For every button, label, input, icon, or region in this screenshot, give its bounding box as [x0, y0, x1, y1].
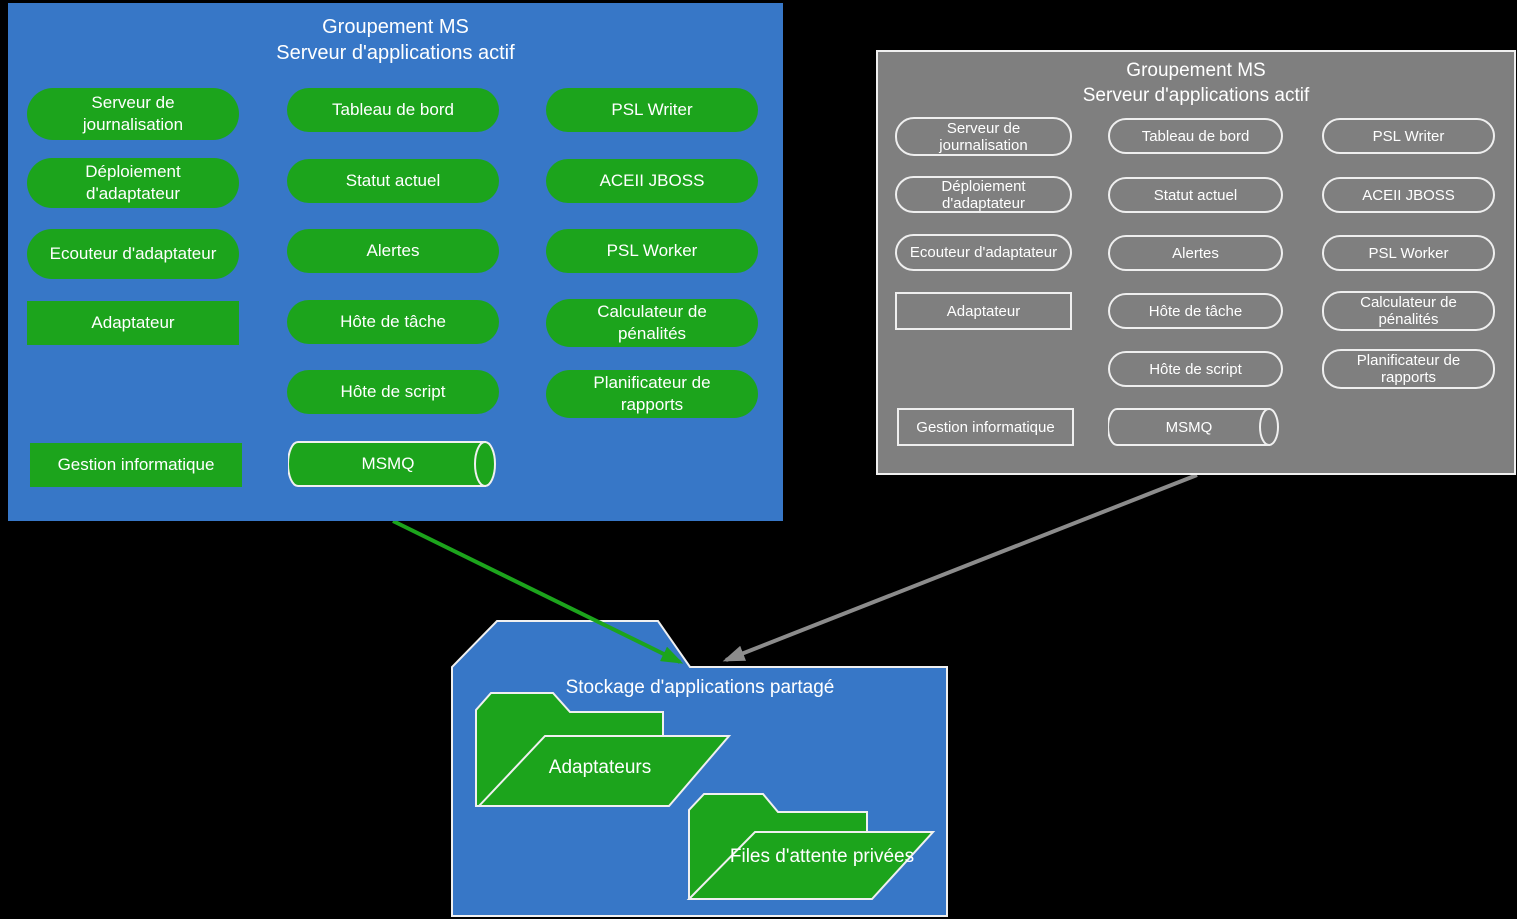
- node-logging-server-active: Serveur de journalisation: [27, 88, 239, 140]
- node-adapter-listener-active: Ecouteur d'adaptateur: [27, 229, 239, 279]
- shared-storage-title: Stockage d'applications partagé: [565, 677, 835, 698]
- private-queues-folder-icon: [686, 793, 936, 900]
- active-cluster-title-line2: Serveur d'applications actif: [276, 42, 515, 64]
- node-adapter-deployment-active: Déploiement d'adaptateur: [27, 158, 239, 208]
- msmq-cylinder-passive: MSMQ: [1108, 408, 1280, 446]
- passive-cluster-box: Groupement MS Serveur d'applications act…: [876, 50, 1516, 475]
- node-adapter-active: Adaptateur: [27, 301, 239, 345]
- node-it-management-active: Gestion informatique: [30, 443, 242, 487]
- active-cluster-title: Groupement MS Serveur d'applications act…: [8, 14, 783, 66]
- passive-cluster-title-line1: Groupement MS: [1126, 60, 1266, 81]
- cylinder-icon: [288, 441, 496, 487]
- node-adapter-listener-passive: Ecouteur d'adaptateur: [895, 234, 1072, 271]
- node-penalty-calculator-passive: Calculateur de pénalités: [1322, 291, 1495, 331]
- adapters-folder-icon: [475, 692, 732, 807]
- msmq-cylinder-active: MSMQ: [288, 441, 498, 487]
- node-adapter-deployment-passive: Déploiement d'adaptateur: [895, 176, 1072, 213]
- active-cluster-box: Groupement MS Serveur d'applications act…: [8, 3, 783, 521]
- private-queues-folder-label: Files d'attente privées: [729, 846, 915, 867]
- node-aceii-jboss-passive: ACEII JBOSS: [1322, 177, 1495, 213]
- node-psl-writer-passive: PSL Writer: [1322, 118, 1495, 154]
- node-adapter-passive: Adaptateur: [895, 292, 1072, 330]
- msmq-label-active: MSMQ: [361, 454, 415, 473]
- node-alerts-passive: Alertes: [1108, 235, 1283, 271]
- passive-cluster-title: Groupement MS Serveur d'applications act…: [878, 58, 1514, 108]
- node-current-status-passive: Statut actuel: [1108, 177, 1283, 213]
- node-report-scheduler-passive: Planificateur de rapports: [1322, 349, 1495, 389]
- active-cluster-title-line1: Groupement MS: [322, 16, 469, 38]
- private-queues-folder-front: [686, 831, 936, 900]
- node-psl-worker-passive: PSL Worker: [1322, 235, 1495, 271]
- passive-cluster-title-line2: Serveur d'applications actif: [1082, 85, 1310, 106]
- node-penalty-calculator-active: Calculateur de pénalités: [546, 299, 758, 347]
- node-task-host-active: Hôte de tâche: [287, 300, 499, 344]
- cylinder-icon: [1108, 408, 1279, 446]
- node-psl-worker-active: PSL Worker: [546, 229, 758, 273]
- adapters-folder-front: [476, 735, 732, 807]
- node-aceii-jboss-active: ACEII JBOSS: [546, 159, 758, 203]
- node-script-host-active: Hôte de script: [287, 370, 499, 414]
- node-alerts-active: Alertes: [287, 229, 499, 273]
- node-dashboard-active: Tableau de bord: [287, 88, 499, 132]
- node-logging-server-passive: Serveur de journalisation: [895, 117, 1072, 156]
- active-cluster-to-storage-arrow: [392, 519, 684, 664]
- node-report-scheduler-active: Planificateur de rapports: [546, 370, 758, 418]
- node-script-host-passive: Hôte de script: [1108, 351, 1283, 387]
- node-current-status-active: Statut actuel: [287, 159, 499, 203]
- adapters-folder-label: Adaptateurs: [548, 757, 652, 778]
- node-dashboard-passive: Tableau de bord: [1108, 118, 1283, 154]
- node-psl-writer-active: PSL Writer: [546, 88, 758, 132]
- passive-cluster-to-storage-arrow: [722, 473, 1198, 662]
- node-it-management-passive: Gestion informatique: [897, 408, 1074, 446]
- node-task-host-passive: Hôte de tâche: [1108, 293, 1283, 329]
- msmq-label-passive: MSMQ: [1165, 418, 1213, 436]
